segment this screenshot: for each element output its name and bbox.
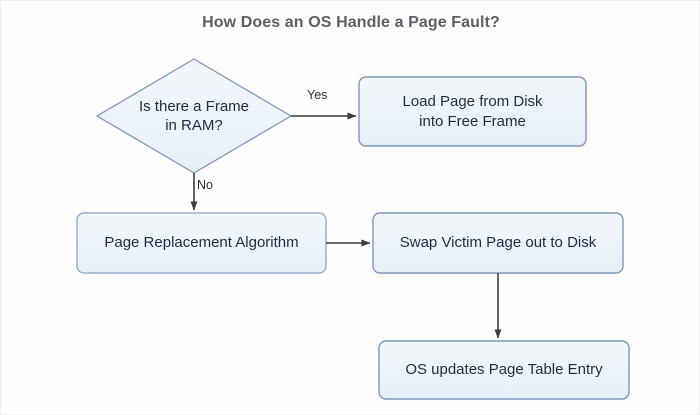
- decision-node-shape[interactable]: [95, 58, 293, 174]
- os-updates-node-shape[interactable]: [378, 340, 630, 400]
- page-replacement-node-shape[interactable]: [76, 212, 327, 274]
- edge-label-yes: Yes: [307, 88, 328, 102]
- swap-victim-node-shape[interactable]: [372, 212, 624, 274]
- load-page-node-shape[interactable]: [358, 76, 587, 147]
- edge-label-no: No: [197, 178, 213, 192]
- page-title: How Does an OS Handle a Page Fault?: [202, 14, 500, 31]
